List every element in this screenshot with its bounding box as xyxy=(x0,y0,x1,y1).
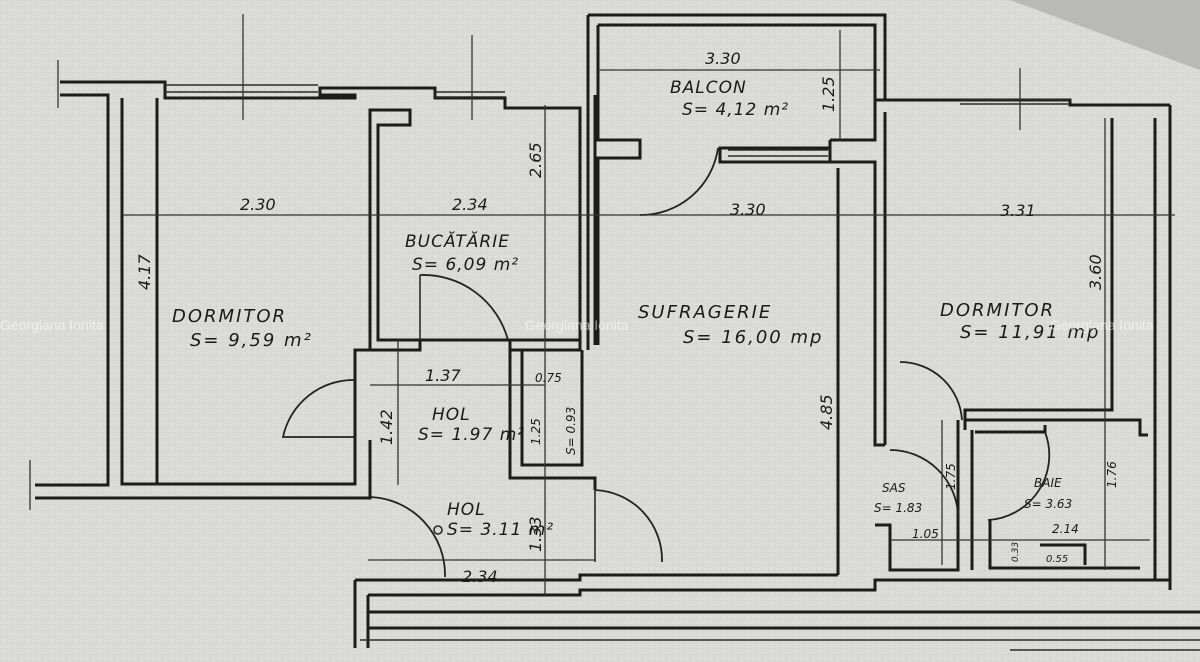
room-area-debara: S= 0.93 xyxy=(564,407,578,455)
watermark-right: Georgiana Ionita xyxy=(1050,317,1154,333)
dim-105: 1.05 xyxy=(912,527,939,541)
room-area-baie: S= 3.63 xyxy=(1024,497,1072,511)
dim-075: 0.75 xyxy=(535,371,562,385)
dim-133: 1.33 xyxy=(526,516,545,552)
dim-055: 0.55 xyxy=(1046,554,1068,565)
dimension-labels: 2.30 2.34 3.30 3.31 3.30 1.25 2.65 4.17 … xyxy=(135,49,1119,586)
room-name-baie: BAIE xyxy=(1034,476,1062,490)
room-area-hol-small: S= 1.97 m² xyxy=(418,425,525,445)
dim-417: 4.17 xyxy=(135,254,154,290)
room-area-hol-main: S= 3.11 m² xyxy=(447,520,554,540)
watermark-center: Georgiana Ionita xyxy=(525,317,629,333)
watermark-left: Georgiana Ionita xyxy=(0,317,104,333)
dim-230: 2.30 xyxy=(240,195,276,214)
room-name-dormitor-right: DORMITOR xyxy=(940,300,1055,321)
top-right-shadow xyxy=(1010,0,1200,70)
dim-175: 1.75 xyxy=(944,463,958,490)
room-name-hol-main: HOL xyxy=(447,500,486,520)
room-area-dormitor-right: S= 11,91 mp xyxy=(960,322,1100,343)
dim-033: 0.33 xyxy=(1011,542,1021,562)
dim-125-balcon: 1.25 xyxy=(819,76,838,112)
dim-485: 4.85 xyxy=(817,394,836,430)
room-name-dormitor-left: DORMITOR xyxy=(172,306,287,327)
room-name-balcon: BALCON xyxy=(670,78,747,98)
dim-265: 2.65 xyxy=(526,142,545,178)
room-area-bucatarie: S= 6,09 m² xyxy=(412,255,519,275)
dim-125-hol: 1.25 xyxy=(529,418,543,445)
dim-214: 2.14 xyxy=(1052,522,1079,536)
room-area-sufragerie: S= 16,00 mp xyxy=(683,327,823,348)
dim-142: 1.42 xyxy=(377,409,396,445)
room-labels: DORMITOR S= 9,59 m² BUCĂTĂRIE S= 6,09 m²… xyxy=(172,78,1100,540)
room-name-sas: SAS xyxy=(882,481,906,495)
room-area-sas: S= 1.83 xyxy=(874,501,922,515)
watermarks: Georgiana Ionita Georgiana Ionita Georgi… xyxy=(0,317,1154,333)
dim-137: 1.37 xyxy=(425,366,461,385)
room-area-dormitor-left: S= 9,59 m² xyxy=(190,330,313,351)
windows xyxy=(165,84,1070,157)
dim-234-top: 2.34 xyxy=(452,195,488,214)
dim-360: 3.60 xyxy=(1086,254,1105,290)
dim-176: 1.76 xyxy=(1105,461,1119,488)
dim-330-balcon: 3.30 xyxy=(705,49,741,68)
room-name-bucatarie: BUCĂTĂRIE xyxy=(405,230,510,252)
walls xyxy=(35,13,1200,651)
door-swings xyxy=(281,147,1051,578)
room-name-sufragerie: SUFRAGERIE xyxy=(638,302,772,323)
dim-234-bottom: 2.34 xyxy=(462,567,498,586)
room-area-balcon: S= 4,12 m² xyxy=(682,100,789,120)
dimension-lines xyxy=(29,14,1175,595)
dim-330-mid: 3.30 xyxy=(730,200,766,219)
room-name-hol-small: HOL xyxy=(432,405,471,425)
dim-331: 3.31 xyxy=(1000,201,1036,220)
